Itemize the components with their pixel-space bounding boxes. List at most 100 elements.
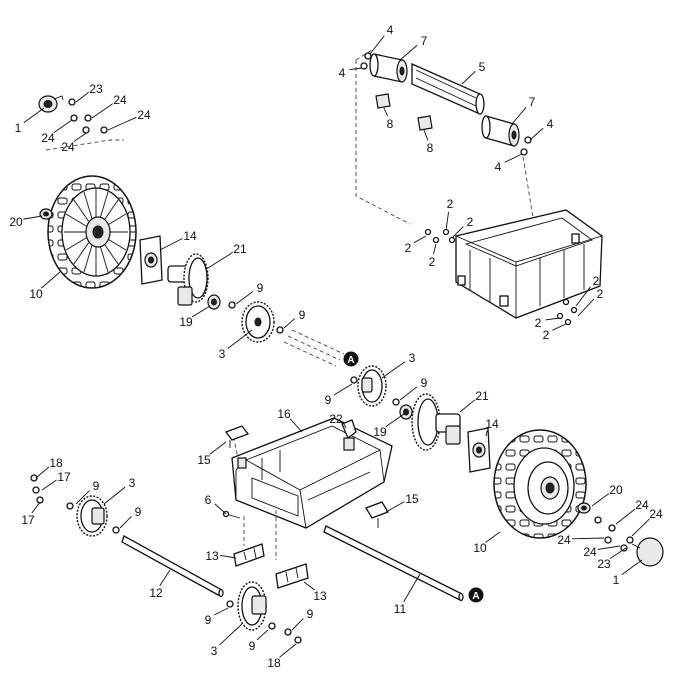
leader-line <box>403 573 421 603</box>
axle-11 <box>323 525 464 602</box>
leader-line <box>381 361 406 379</box>
washer-9-lower-center-a <box>226 600 234 608</box>
leader-line <box>385 501 405 513</box>
bearing-plate-right <box>467 427 491 473</box>
part-callout-label: 18 <box>267 656 281 670</box>
leader-line <box>621 559 643 575</box>
roller-left <box>369 53 408 83</box>
leader-line <box>283 318 296 329</box>
part-callout-label: 2 <box>447 197 454 211</box>
leader-line <box>577 298 595 317</box>
leader-line <box>423 129 429 141</box>
part-callout-label: 4 <box>387 23 394 37</box>
bracket-22 <box>341 419 357 440</box>
hub-cap-lower <box>631 537 664 567</box>
leader-line <box>31 501 41 514</box>
rear-wheel-left <box>47 175 137 289</box>
leader-line <box>575 286 591 307</box>
part-callout-label: 19 <box>179 315 193 329</box>
part-callout-label: 24 <box>635 498 649 512</box>
screw-6 <box>222 510 241 519</box>
washer-9-left-a <box>228 301 236 309</box>
part-callout-label: 17 <box>57 470 71 484</box>
bracket-15-left <box>224 425 250 448</box>
leader-line <box>609 547 627 559</box>
part-callout-label: 24 <box>557 533 571 547</box>
pinion-gear-lower-center <box>237 581 267 631</box>
part-callout-label: 9 <box>421 376 428 390</box>
roller-end-cap-right-bottom <box>520 148 528 156</box>
roller-end-cap-left-bottom <box>360 62 368 70</box>
leader-line <box>399 44 418 61</box>
part-callout-label: 9 <box>135 505 142 519</box>
leader-line <box>552 323 567 331</box>
part-callout-label: 2 <box>405 241 412 255</box>
leader-line <box>461 71 476 85</box>
part-callout-label: 3 <box>211 644 218 658</box>
part-callout-label: 9 <box>205 613 212 627</box>
gear-housing <box>231 417 393 560</box>
leader-line <box>214 503 227 515</box>
part-callout-label: 8 <box>387 117 394 131</box>
leader-line <box>413 235 427 244</box>
part-callout-label: 9 <box>325 393 332 407</box>
small-washers-lower-right <box>594 516 634 552</box>
leader-line <box>219 623 243 646</box>
shaft-dashed-upper <box>283 329 345 367</box>
part-callout-label: 2 <box>535 316 542 330</box>
leader-line <box>23 107 45 123</box>
leader-line <box>23 215 43 220</box>
part-callout-label: 10 <box>29 287 43 301</box>
leader-line <box>383 107 389 117</box>
part-callout-label: 24 <box>113 93 127 107</box>
drive-gear-right <box>411 393 461 451</box>
leader-line <box>631 518 650 537</box>
roller-pad-right <box>417 115 433 131</box>
leader-line <box>369 35 385 55</box>
part-callout-label: 16 <box>277 407 291 421</box>
leader-line <box>209 441 227 455</box>
pinion-gear-left-middle <box>241 301 275 343</box>
part-callout-label: 14 <box>485 417 499 431</box>
part-callout-label: 11 <box>394 602 407 616</box>
leader-line <box>511 107 527 125</box>
part-callout-label: 3 <box>129 476 136 490</box>
roller-pad-left <box>375 93 391 109</box>
hub-cap-upper <box>38 95 64 113</box>
leader-line <box>385 413 405 427</box>
part-callout-label: 3 <box>409 351 416 365</box>
part-callout-label: 17 <box>21 513 35 527</box>
part-callout-label: 2 <box>543 328 550 342</box>
rear-wheel-right <box>493 429 587 539</box>
bearing-plate-left <box>139 235 163 285</box>
part-callout-label: 10 <box>473 541 487 555</box>
part-callout-label: 24 <box>41 131 55 145</box>
part-callout-label: 6 <box>205 493 212 507</box>
frame-screws <box>424 228 578 326</box>
part-callout-label: 15 <box>197 453 211 467</box>
part-callout-label: 5 <box>479 60 486 74</box>
part-callout-label: 19 <box>373 425 387 439</box>
washer-18-lower <box>294 636 302 644</box>
part-callout-label: 20 <box>609 483 623 497</box>
washer-9-left-b <box>276 326 284 334</box>
part-callout-label: 23 <box>89 82 103 96</box>
leader-line <box>219 554 237 559</box>
leader-line <box>107 116 137 131</box>
leader-line <box>73 131 89 142</box>
washer-9-center-b <box>392 398 400 406</box>
part-callout-label: 4 <box>339 66 346 80</box>
leader-line <box>75 490 90 505</box>
leader-line <box>235 291 254 305</box>
part-callout-label: 13 <box>313 589 327 603</box>
leader-line <box>504 153 523 163</box>
part-callout-label: 21 <box>475 389 489 403</box>
leader-line <box>35 466 50 479</box>
leader-line <box>119 516 132 529</box>
part-callout-label: 1 <box>613 573 620 587</box>
leader-line <box>545 317 561 321</box>
washer-9-center-a <box>350 376 358 384</box>
leader-line <box>597 545 621 550</box>
part-callout-label: 13 <box>205 549 219 563</box>
small-washers-lower-left <box>30 474 44 504</box>
